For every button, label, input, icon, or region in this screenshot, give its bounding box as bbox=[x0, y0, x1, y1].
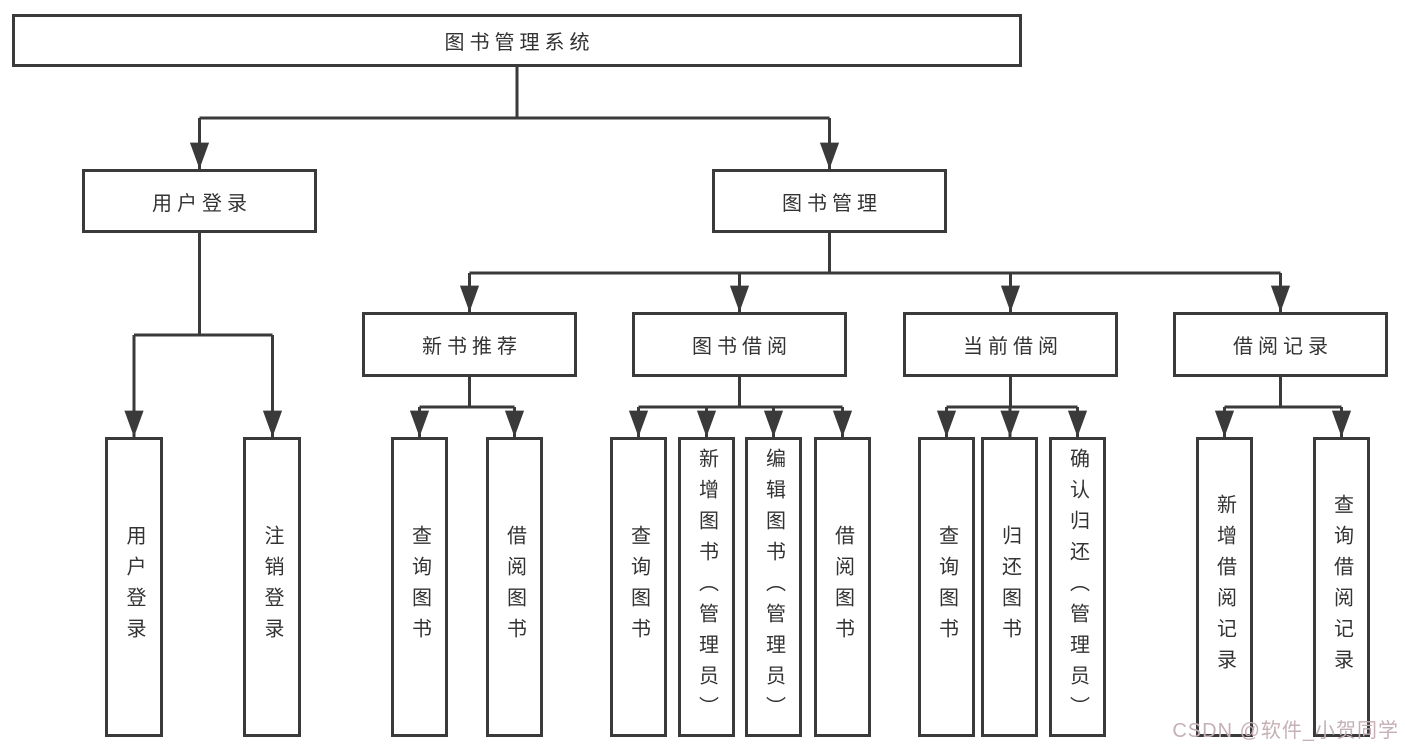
node-user-login: 用户登录 bbox=[82, 169, 317, 233]
node-current-borrow-label: 当前借阅 bbox=[963, 336, 1063, 358]
node-user-login-label: 用户登录 bbox=[152, 192, 252, 215]
leaf-query-book-recommend-label: 查询图书 bbox=[408, 525, 431, 649]
leaf-edit-book-admin-label: 编辑图书（管理员） bbox=[762, 447, 785, 727]
leaf-borrow-book-borrow: 借阅图书 bbox=[814, 437, 871, 737]
leaf-query-book-current: 查询图书 bbox=[918, 437, 975, 737]
leaf-borrow-book-recommend-label: 借阅图书 bbox=[503, 525, 526, 649]
leaf-query-borrow-record: 查询借阅记录 bbox=[1313, 437, 1370, 737]
leaf-borrow-book-recommend: 借阅图书 bbox=[486, 437, 543, 737]
leaf-query-book-current-label: 查询图书 bbox=[935, 525, 958, 649]
leaf-add-book-admin: 新增图书（管理员） bbox=[678, 437, 735, 737]
node-new-book-recommend-label: 新书推荐 bbox=[422, 336, 522, 358]
leaf-logout: 注销登录 bbox=[243, 437, 301, 737]
leaf-add-book-admin-label: 新增图书（管理员） bbox=[695, 447, 718, 727]
leaf-query-book-borrow-label: 查询图书 bbox=[627, 525, 650, 649]
node-book-borrow: 图书借阅 bbox=[632, 312, 847, 377]
leaf-user-login: 用户登录 bbox=[105, 437, 163, 737]
node-book-borrow-label: 图书借阅 bbox=[692, 336, 792, 358]
leaf-return-book: 归还图书 bbox=[981, 437, 1038, 737]
watermark: CSDN @软件_小贺同学 bbox=[1172, 720, 1399, 742]
node-current-borrow: 当前借阅 bbox=[903, 312, 1118, 377]
node-borrow-record-label: 借阅记录 bbox=[1233, 336, 1333, 358]
leaf-add-borrow-record: 新增借阅记录 bbox=[1196, 437, 1253, 737]
leaf-query-book-recommend: 查询图书 bbox=[391, 437, 448, 737]
node-book-management-label: 图书管理 bbox=[782, 192, 882, 215]
leaf-user-login-label: 用户登录 bbox=[123, 525, 145, 649]
node-root: 图书管理系统 bbox=[12, 14, 1022, 67]
leaf-confirm-return-admin: 确认归还（管理员） bbox=[1049, 437, 1106, 737]
leaf-borrow-book-borrow-label: 借阅图书 bbox=[831, 525, 854, 649]
node-book-management: 图书管理 bbox=[712, 169, 947, 233]
leaf-return-book-label: 归还图书 bbox=[998, 525, 1021, 649]
leaf-logout-label: 注销登录 bbox=[261, 525, 283, 649]
leaf-query-borrow-record-label: 查询借阅记录 bbox=[1330, 494, 1353, 680]
node-borrow-record: 借阅记录 bbox=[1173, 312, 1388, 377]
leaf-edit-book-admin: 编辑图书（管理员） bbox=[745, 437, 802, 737]
leaf-add-borrow-record-label: 新增借阅记录 bbox=[1213, 494, 1236, 680]
node-root-label: 图书管理系统 bbox=[444, 32, 595, 54]
node-new-book-recommend: 新书推荐 bbox=[362, 312, 577, 377]
leaf-query-book-borrow: 查询图书 bbox=[610, 437, 667, 737]
leaf-confirm-return-admin-label: 确认归还（管理员） bbox=[1066, 447, 1089, 727]
